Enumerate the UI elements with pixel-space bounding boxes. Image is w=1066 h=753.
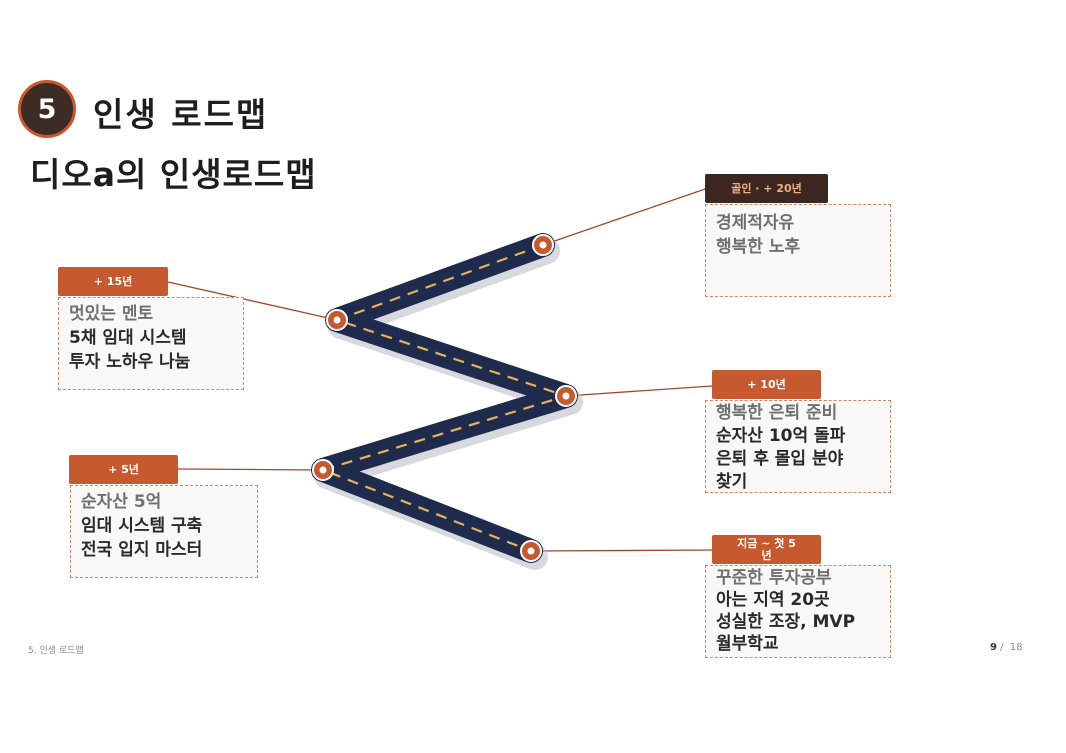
milestone-line: 투자 노하우 나눔 — [69, 352, 191, 372]
milestone-box-15y: 멋있는 멘토 5채 임대 시스템 투자 노하우 나눔 — [58, 297, 244, 390]
milestone-line: 월부학교 — [716, 634, 779, 654]
milestone-line: 행복한 은퇴 준비 — [716, 403, 838, 423]
milestone-tag-5y: + 5년 — [69, 455, 178, 484]
milestone-line: 5채 임대 시스템 — [69, 328, 187, 348]
milestone-line: 행복한 노후 — [716, 237, 801, 257]
current-page: 9 — [990, 642, 997, 653]
total-pages: 18 — [1009, 642, 1023, 653]
pin-10y — [555, 385, 577, 407]
section-title: 인생 로드맵 — [93, 95, 269, 134]
milestone-line: 꾸준한 투자공부 — [716, 568, 832, 588]
milestone-line: 순자산 5억 — [81, 492, 162, 512]
pin-5y — [312, 459, 334, 481]
pin-now — [520, 540, 542, 562]
connector-lines — [167, 187, 713, 552]
connector-5y — [177, 468, 324, 471]
milestone-tag-goal: 골인 · + 20년 — [705, 174, 828, 203]
milestone-tag-15y: + 15년 — [58, 267, 168, 296]
connector-goal — [542, 187, 709, 246]
milestone-line: 순자산 10억 돌파 — [716, 426, 846, 446]
milestone-box-10y: 행복한 은퇴 준비 순자산 10억 돌파 은퇴 후 몰입 분야 찾기 — [705, 400, 891, 493]
milestone-line: 은퇴 후 몰입 분야 — [716, 449, 844, 469]
milestone-line: 경제적자유 — [716, 213, 795, 233]
milestone-box-now: 꾸준한 투자공부 아는 지역 20곳 성실한 조장, MVP 월부학교 — [705, 565, 891, 658]
footer-section-label: 5. 인생 로드맵 — [28, 646, 84, 656]
milestone-line: 아는 지역 20곳 — [716, 590, 830, 610]
page-heading: 디오a의 인생로드맵 — [30, 155, 317, 194]
road — [311, 233, 578, 563]
milestone-pins — [312, 234, 577, 562]
milestone-line: 찾기 — [716, 472, 748, 492]
milestone-tag-now: 지금 ~ 첫 5 년 — [712, 535, 821, 564]
page-indicator: 9 / 18 — [990, 642, 1023, 653]
pin-goal — [532, 234, 554, 256]
milestone-line: 멋있는 멘토 — [69, 304, 154, 324]
connector-now — [530, 549, 713, 552]
pin-15y — [326, 309, 348, 331]
milestone-tag-now-line: 지금 ~ 첫 5 — [737, 536, 796, 550]
milestone-line: 임대 시스템 구축 — [81, 516, 203, 536]
connector-10y — [565, 385, 713, 397]
milestone-box-goal: 경제적자유 행복한 노후 — [705, 204, 891, 297]
milestone-box-5y: 순자산 5억 임대 시스템 구축 전국 입지 마스터 — [70, 485, 258, 578]
milestone-line: 성실한 조장, MVP — [716, 612, 856, 632]
milestone-tag-now-line: 년 — [761, 548, 772, 562]
milestone-line: 전국 입지 마스터 — [81, 540, 203, 560]
milestone-tag-10y: + 10년 — [712, 370, 821, 399]
page-separator: / — [1000, 642, 1004, 653]
connector-15y — [167, 281, 338, 321]
section-number-badge: 5 — [18, 80, 76, 138]
